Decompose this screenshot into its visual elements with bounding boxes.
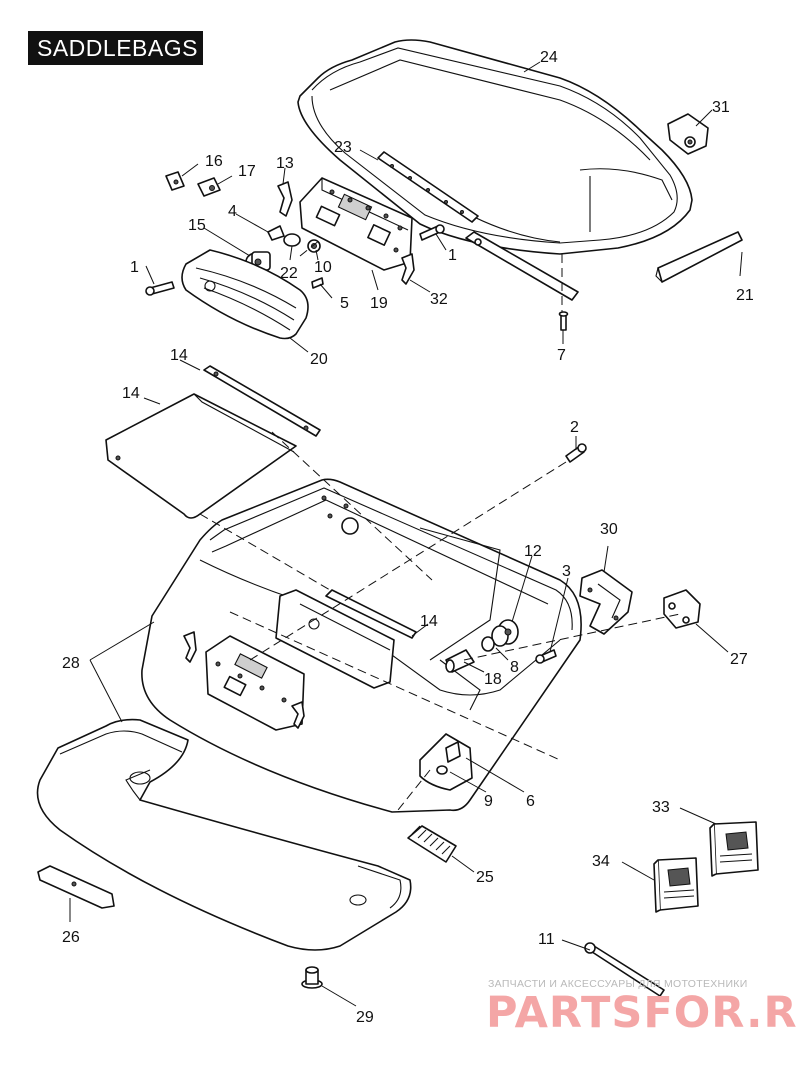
callout-25: 25 (476, 869, 494, 886)
strip-14-long (325, 589, 417, 639)
clip-16 (165, 171, 185, 191)
callout-30: 30 (600, 521, 618, 538)
callout-4: 4 (228, 203, 237, 220)
clip-17 (197, 177, 221, 197)
watermark-logo: PARTSFOR.RU (486, 988, 800, 1038)
lid-strap (465, 231, 579, 301)
callout-31: 31 (712, 99, 730, 116)
callout-7: 7 (557, 347, 566, 364)
strip-14-top (203, 365, 321, 437)
spring-25 (407, 825, 457, 863)
plug-29 (301, 966, 323, 989)
bracket-30 (579, 569, 633, 635)
callout-labels: 24 31 23 13 16 17 4 15 1 22 10 1 5 19 32… (62, 49, 754, 1026)
callout-33: 33 (652, 799, 670, 816)
callout-3: 3 (562, 563, 571, 580)
callout-10: 10 (314, 259, 332, 276)
screw-1-left (145, 281, 175, 296)
callout-1-right: 1 (448, 247, 457, 264)
callout-23: 23 (334, 139, 352, 156)
callout-8: 8 (510, 659, 519, 676)
screw-1-right (419, 224, 445, 241)
callout-18: 18 (484, 671, 502, 688)
callout-16: 16 (205, 153, 223, 170)
callout-19: 19 (370, 295, 388, 312)
callout-12: 12 (524, 543, 542, 560)
callout-14-liner: 14 (122, 385, 140, 402)
callout-2: 2 (570, 419, 579, 436)
mount-plate-27 (663, 589, 701, 629)
hinge-strip-23 (377, 151, 479, 223)
decal-33 (709, 821, 759, 877)
latch-mechanism-lower (183, 631, 305, 731)
callout-21: 21 (736, 287, 754, 304)
screw-2 (565, 443, 587, 463)
key-11 (584, 942, 665, 997)
callout-6: 6 (526, 793, 535, 810)
screw-3 (535, 649, 557, 664)
callout-34: 34 (592, 853, 610, 870)
callout-1-left: 1 (130, 259, 139, 276)
callout-5: 5 (340, 295, 349, 312)
callout-29: 29 (356, 1009, 374, 1026)
callout-15: 15 (188, 217, 206, 234)
leader-lines (69, 61, 743, 1007)
latch-lever-13 (277, 181, 293, 217)
callout-24: 24 (540, 49, 558, 66)
bottom-shell-28 (36, 718, 412, 951)
screw-5 (311, 277, 324, 289)
bumper-18 (445, 649, 475, 673)
callout-28: 28 (62, 655, 80, 672)
bracket-6-9 (419, 733, 473, 791)
callout-9: 9 (484, 793, 493, 810)
callout-11: 11 (538, 931, 555, 948)
strip-14-inner (275, 589, 395, 689)
trim-strip-21 (655, 231, 743, 283)
latch-lever-32 (401, 253, 415, 285)
latch-mechanism-19 (299, 177, 413, 271)
decal-34 (653, 857, 699, 913)
callout-32: 32 (430, 291, 448, 308)
callout-13: 13 (276, 155, 294, 172)
callout-26: 26 (62, 929, 80, 946)
callout-27: 27 (730, 651, 748, 668)
callout-14-top: 14 (170, 347, 188, 364)
callout-22: 22 (280, 265, 298, 282)
callout-17: 17 (238, 163, 256, 180)
callout-20: 20 (310, 351, 328, 368)
page-title: SADDLEBAGS (28, 31, 203, 65)
latch-cover-20 (181, 249, 309, 340)
callout-14-inner: 14 (420, 613, 438, 630)
watermark-subtitle: ЗАПЧАСТИ И АКСЕССУАРЫ ДЛЯ МОТОТЕХНИКИ (488, 978, 748, 990)
bracket-26 (37, 865, 115, 909)
screw-7 (558, 311, 569, 331)
hardware-22-10-4 (267, 225, 321, 253)
liner-14 (105, 393, 297, 519)
grommet-12-8 (481, 619, 519, 652)
